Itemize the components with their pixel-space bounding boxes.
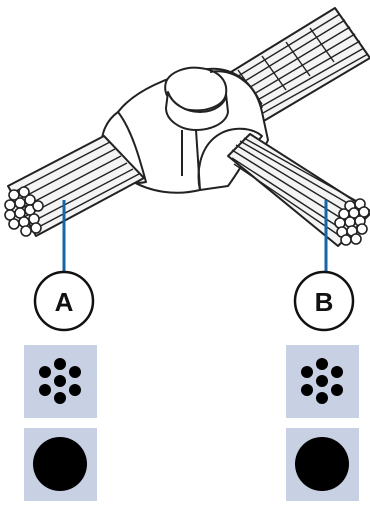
stranded-dots-icon — [39, 358, 81, 404]
b-solid-swatch — [286, 428, 359, 501]
b-stranded-swatch — [286, 345, 359, 418]
solid-circle-icon — [295, 437, 349, 491]
a-stranded-swatch — [24, 345, 97, 418]
label-b-text: B — [315, 287, 334, 317]
solid-circle-icon — [33, 437, 87, 491]
a-solid-swatch — [24, 428, 97, 501]
left-cable-end — [4, 186, 44, 237]
left-cable — [4, 135, 145, 237]
stranded-dots-icon — [301, 358, 343, 404]
label-a: A — [33, 270, 95, 332]
right-cable — [227, 133, 370, 247]
label-b: B — [293, 270, 355, 332]
label-a-text: A — [55, 287, 74, 317]
right-cable-end — [334, 198, 370, 246]
